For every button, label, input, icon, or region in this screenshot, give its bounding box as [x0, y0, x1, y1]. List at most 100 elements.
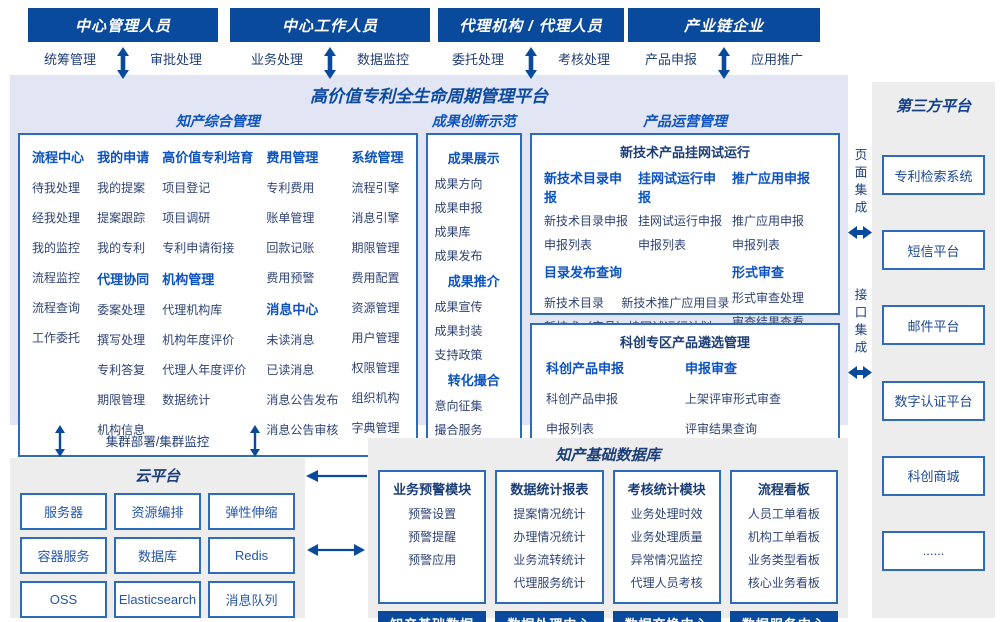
cloud-item: 容器服务 — [20, 537, 107, 574]
cloud-item: OSS — [20, 581, 107, 618]
module-item: 资源管理 — [351, 301, 400, 315]
section-product-ops: 产品运营管理 新技术产品挂网试运行 新技术目录申报 新技术目录申报 申报列表 挂… — [530, 110, 840, 459]
arrow-left-icon — [306, 470, 367, 482]
group-header: 成果推介 — [447, 274, 500, 289]
module-item: 申报列表 — [732, 238, 781, 252]
cluster-link: 集群部署/集群监控 — [10, 423, 305, 458]
module-item: 撮合服务 — [434, 423, 483, 437]
third-party-panel: 第三方平台 专利检索系统 短信平台 邮件平台 数字认证平台 科创商城 .....… — [872, 82, 995, 618]
db-footer-badge: 知产基础数据 — [378, 611, 487, 622]
module-item: 数据统计 — [162, 393, 211, 407]
db-footer-badge: 数据服务中心 — [729, 611, 838, 622]
actor-action-label: 统筹管理 — [43, 52, 96, 67]
module-item: 支持政策 — [434, 348, 483, 362]
double-arrow-vertical-icon — [249, 424, 260, 457]
actor-action-label: 审批处理 — [150, 52, 203, 67]
db-column-warning: 业务预警模块 预警设置 预警提醒 预警应用 知产基础数据 — [378, 470, 487, 622]
third-party-item: 专利检索系统 — [882, 155, 985, 196]
actor-action-label: 产品申报 — [644, 52, 697, 67]
module-item: 挂网试运行申报 — [638, 214, 723, 228]
po-group-declare-review: 申报审查 上架评审形式审查 评审结果查询 — [685, 358, 824, 450]
actor-title: 产业链企业 — [628, 8, 820, 42]
module-item: 预警应用 — [408, 553, 457, 567]
module-item: 流程查询 — [32, 301, 81, 315]
third-party-item: 短信平台 — [882, 230, 985, 271]
module-item: 消息公告审核 — [266, 423, 339, 437]
module-item: 申报列表 — [546, 422, 595, 436]
module-item: 成果发布 — [434, 249, 483, 263]
module-item: 经我处理 — [32, 211, 81, 225]
module-item: 流程引擎 — [351, 181, 400, 195]
cloud-item: 资源编排 — [114, 493, 201, 530]
module-item: 核心业务看板 — [747, 576, 820, 590]
module-item: 工作委托 — [32, 331, 81, 345]
db-column-kanban: 流程看板 人员工单看板 机构工单看板 业务类型看板 核心业务看板 数据服务中心 — [729, 470, 838, 622]
actor-title: 中心管理人员 — [28, 8, 218, 42]
cloud-item: 数据库 — [114, 537, 201, 574]
cloud-item: Elasticsearch — [114, 581, 201, 618]
module-item: 机构信息 — [97, 423, 146, 437]
module-item: 流程监控 — [32, 271, 81, 285]
trial-run-box: 新技术产品挂网试运行 新技术目录申报 新技术目录申报 申报列表 挂网试运行申报 … — [530, 133, 840, 334]
group-header: 新技术目录申报 — [544, 171, 623, 205]
double-arrow-horizontal-icon — [848, 366, 872, 379]
group-header: 申报审查 — [685, 361, 738, 376]
module-item: 待我处理 — [32, 181, 81, 195]
group-header: 代理协同 — [97, 272, 150, 287]
module-item: 人员工单看板 — [747, 507, 820, 521]
module-item: 未读消息 — [266, 333, 315, 347]
module-item: 我的专利 — [97, 241, 146, 255]
actor-action-label: 数据监控 — [357, 52, 410, 67]
module-item: 已读消息 — [266, 363, 315, 377]
module-item: 预警提醒 — [408, 530, 457, 544]
group-header: 我的申请 — [97, 150, 150, 165]
module-item: 专利申请衔接 — [162, 241, 235, 255]
module-item: 期限管理 — [351, 241, 400, 255]
module-item: 我的监控 — [32, 241, 81, 255]
module-item: 提案情况统计 — [513, 507, 586, 521]
module-item: 代理服务统计 — [513, 576, 586, 590]
module-item: 权限管理 — [351, 361, 400, 375]
module-item: 费用配置 — [351, 271, 400, 285]
double-arrow-vertical-icon — [117, 46, 129, 79]
section-ip-management: 知产综合管理 流程中心 待我处理 经我处理 我的监控 流程监控 流程查询 工作委… — [18, 110, 418, 457]
group-header: 挂网试运行申报 — [638, 171, 717, 205]
module-item: 成果方向 — [434, 177, 483, 191]
module-item: 专利费用 — [266, 181, 315, 195]
actor-industry-enterprise: 产业链企业 产品申报 应用推广 — [628, 8, 820, 79]
third-party-item: 邮件平台 — [882, 305, 985, 346]
section-label: 成果创新示范 — [431, 113, 516, 129]
actor-title: 代理机构 / 代理人员 — [438, 8, 624, 42]
platform-panel: 高价值专利全生命周期管理平台 知产综合管理 流程中心 待我处理 经我处理 我的监… — [10, 75, 848, 479]
group-header: 成果展示 — [447, 151, 500, 166]
actor-agency: 代理机构 / 代理人员 委托处理 考核处理 — [438, 8, 624, 79]
group-header: 系统管理 — [351, 150, 404, 165]
ip-column-process-center: 流程中心 待我处理 经我处理 我的监控 流程监控 流程查询 工作委托 — [32, 147, 84, 451]
group-header: 流程看板 — [757, 482, 810, 497]
section-label: 产品运营管理 — [643, 113, 727, 129]
cloud-item: 服务器 — [20, 493, 107, 530]
subsection-title: 科创专区产品遴选管理 — [619, 335, 750, 350]
ip-column-my-application: 我的申请 我的提案 提案跟踪 我的专利 代理协同 委案处理 撰写处理 专利答复 … — [97, 147, 149, 451]
group-header: 科创产品申报 — [546, 361, 625, 376]
module-item: 机构工单看板 — [747, 530, 820, 544]
module-item: 形式审查处理 — [732, 291, 805, 305]
module-item: 上架评审形式审查 — [685, 392, 782, 406]
group-header: 业务预警模块 — [393, 482, 472, 497]
ip-column-fee-management: 费用管理 专利费用 账单管理 回款记账 费用预警 消息中心 未读消息 已读消息 … — [266, 147, 338, 451]
section-label: 知产综合管理 — [175, 113, 260, 129]
double-arrow-vertical-icon — [718, 46, 730, 79]
module-item: 成果申报 — [434, 201, 483, 215]
database-panel: 知产基础数据库 业务预警模块 预警设置 预警提醒 预警应用 知产基础数据 数据统… — [368, 438, 848, 622]
module-item: 项目调研 — [162, 211, 211, 225]
module-item: 业务类型看板 — [747, 553, 820, 567]
cluster-label: 集群部署/集群监控 — [105, 435, 210, 449]
module-item: 提案跟踪 — [97, 211, 146, 225]
api-integration: 接口集成 — [845, 288, 875, 380]
module-item: 回款记账 — [266, 241, 315, 255]
db-column-statistics: 数据统计报表 提案情况统计 办理情况统计 业务流转统计 代理服务统计 数据处理中… — [495, 470, 604, 622]
module-item: 项目登记 — [162, 181, 211, 195]
db-column-assessment: 考核统计模块 业务处理时效 业务处理质量 异常情况监控 代理人员考核 数据交换中… — [612, 470, 721, 622]
double-arrow-vertical-icon — [324, 46, 336, 79]
